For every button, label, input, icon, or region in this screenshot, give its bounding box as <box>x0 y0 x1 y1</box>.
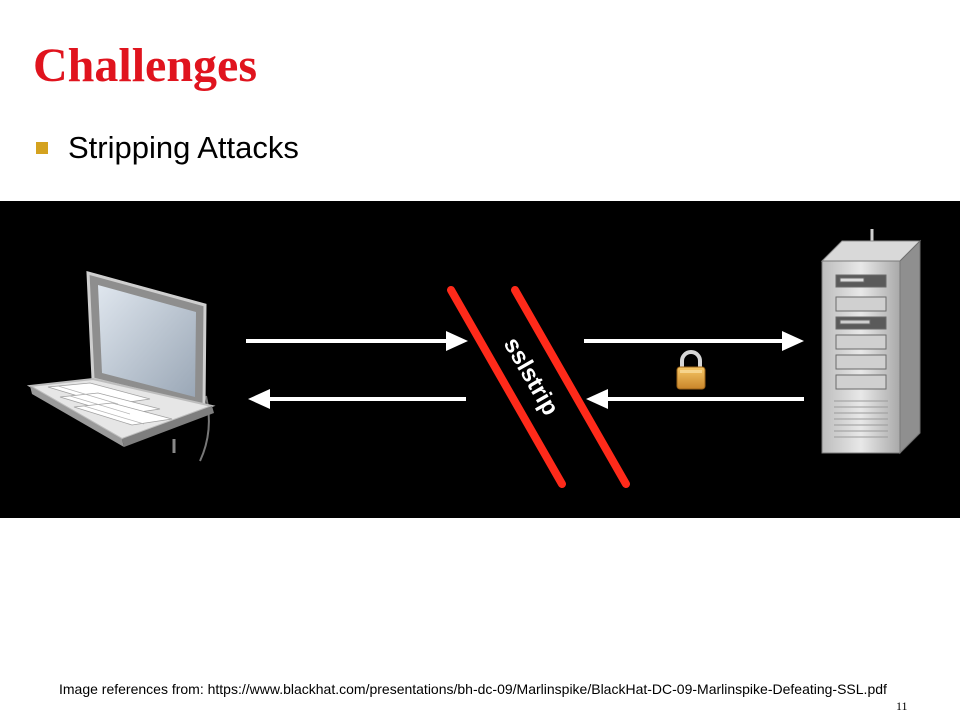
strip-line-right <box>511 286 630 488</box>
laptop-icon <box>26 271 216 462</box>
bullet-marker <box>36 142 48 154</box>
lock-icon <box>676 350 706 390</box>
strip-line-left <box>447 286 566 488</box>
image-reference: Image references from: https://www.black… <box>59 681 887 697</box>
arrow-to-laptop <box>248 389 466 409</box>
slide-title: Challenges <box>33 39 258 92</box>
arrow-to-sslstrip <box>246 331 468 351</box>
arrow-from-server <box>586 389 804 409</box>
sslstrip-label: sslstrip <box>498 333 564 420</box>
sslstrip-diagram: sslstrip <box>0 201 960 518</box>
page-number: 11 <box>896 699 908 713</box>
server-icon <box>820 229 922 455</box>
bullet-text: Stripping Attacks <box>68 130 299 165</box>
bullet-item: Stripping Attacks <box>36 128 299 168</box>
diagram-canvas: sslstrip <box>26 229 922 488</box>
arrow-to-server <box>584 331 804 351</box>
